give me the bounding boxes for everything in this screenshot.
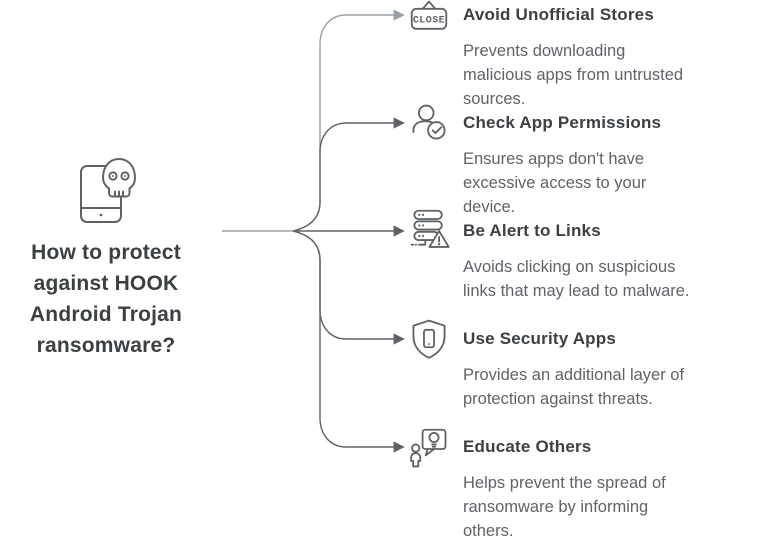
branch-line-2	[292, 117, 405, 232]
server-warning-icon	[407, 207, 451, 251]
branch-line-4	[292, 230, 405, 345]
branch-item-be-alert-to-links: Be Alert to Links Avoids clicking on sus…	[463, 220, 725, 303]
branch-line-1	[292, 9, 405, 232]
user-check-icon	[407, 101, 451, 145]
branch-title: Be Alert to Links	[463, 221, 601, 240]
closed-store-sign-icon: CLOSE	[407, 0, 451, 41]
branch-title: Educate Others	[463, 437, 592, 456]
branch-item-avoid-unofficial-stores: Avoid Unofficial Stores Prevents downloa…	[463, 4, 725, 111]
branch-item-use-security-apps: Use Security Apps Provides an additional…	[463, 328, 725, 411]
branch-title: Use Security Apps	[463, 329, 616, 348]
branch-item-check-app-permissions: Check App Permissions Ensures apps don't…	[463, 112, 725, 219]
person-idea-bubble-icon	[407, 427, 451, 471]
branch-line-5	[292, 230, 405, 453]
shield-phone-icon	[407, 317, 451, 361]
branch-title: Avoid Unofficial Stores	[463, 5, 654, 24]
branch-title: Check App Permissions	[463, 113, 662, 132]
phone-skull-icon	[80, 158, 136, 223]
svg-text:CLOSE: CLOSE	[413, 15, 445, 26]
branch-item-educate-others: Educate Others Helps prevent the spread …	[463, 436, 725, 543]
